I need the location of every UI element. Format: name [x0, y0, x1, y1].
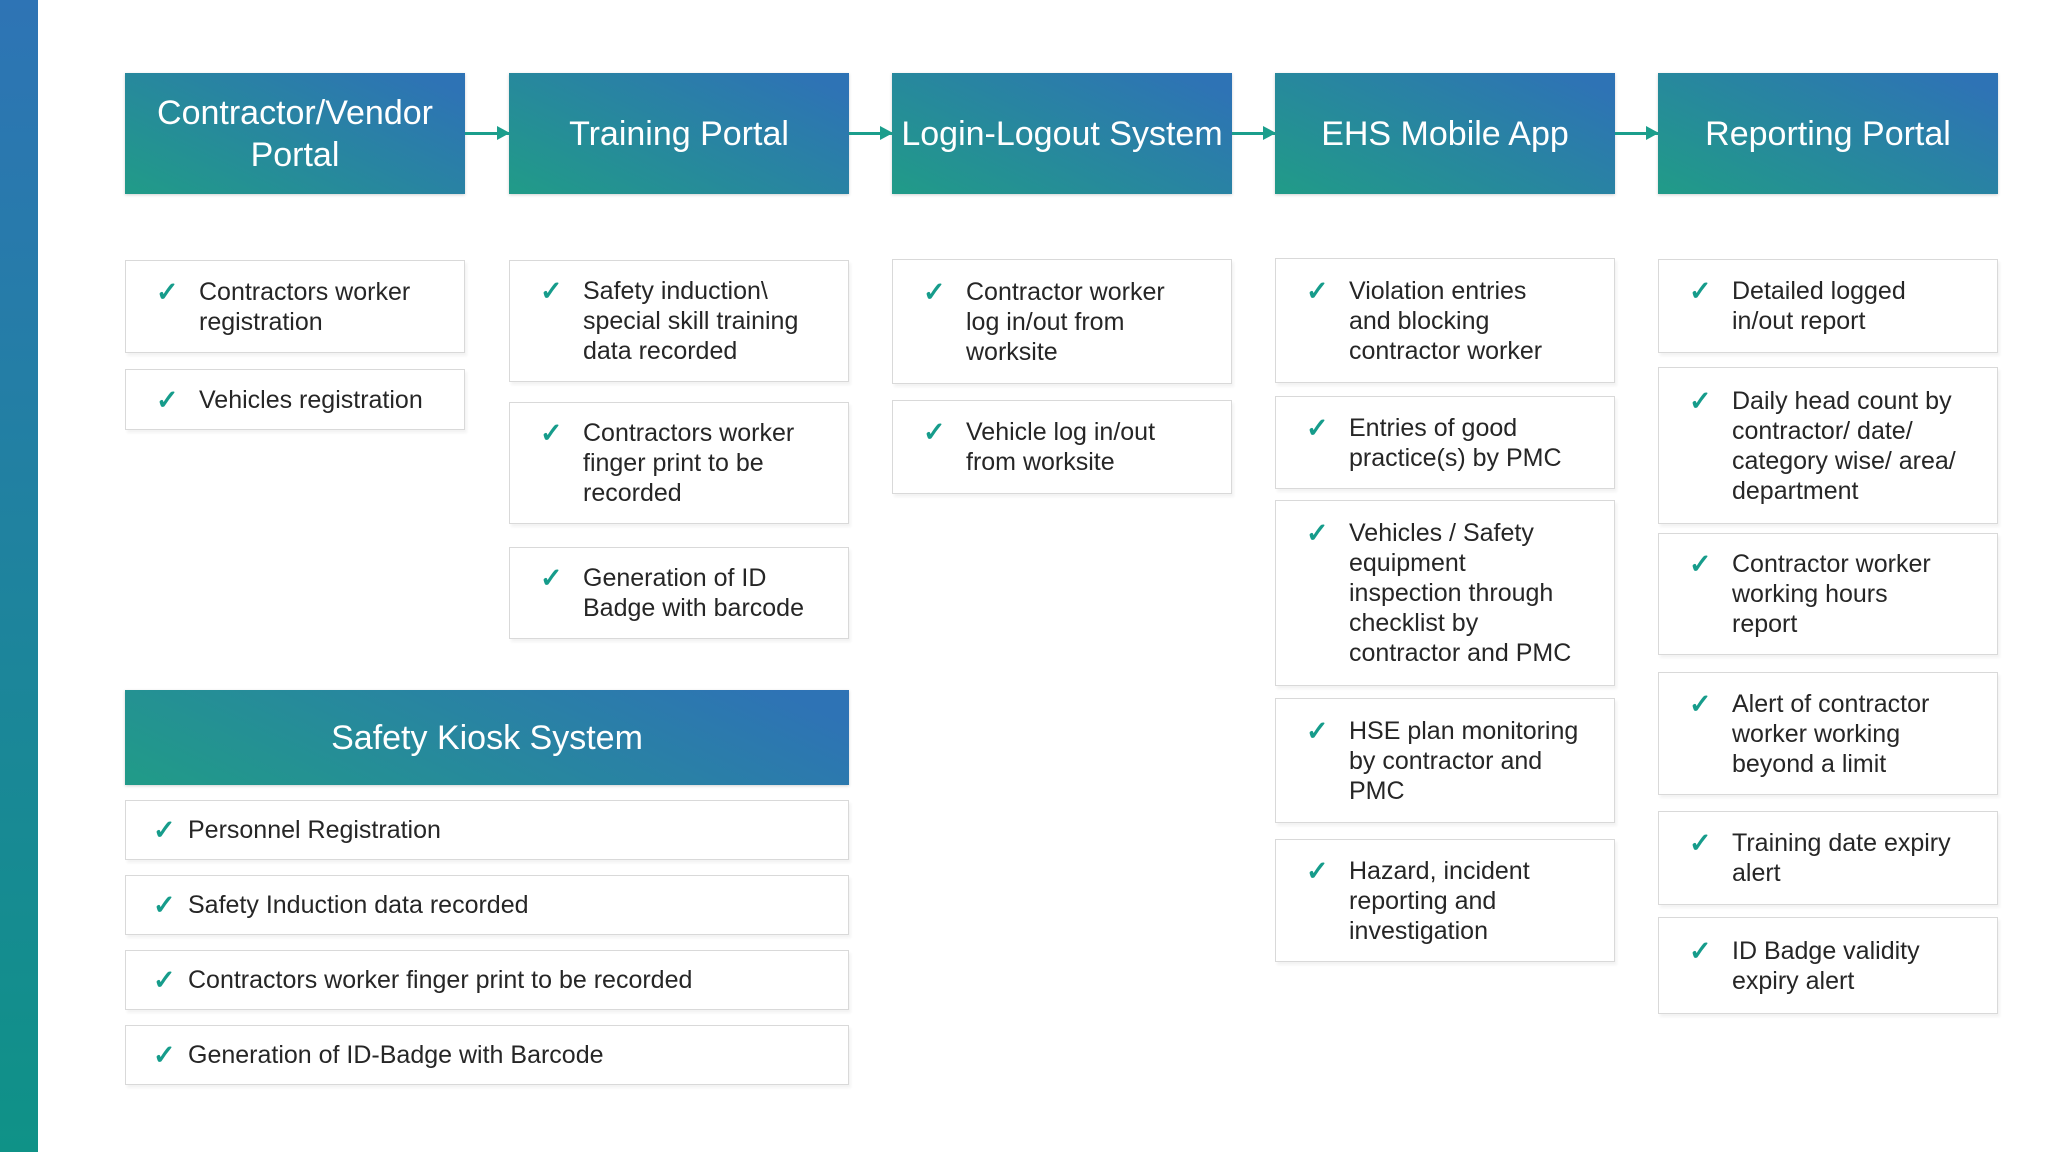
- checklist-item: ✓ Vehicles registration: [125, 369, 465, 430]
- checklist-item-text: Personnel Registration: [188, 816, 441, 844]
- flow-arrow-icon: [849, 126, 893, 140]
- checklist-item: ✓ Generation of ID Badge with barcode: [509, 547, 849, 639]
- flow-arrow-icon: [1232, 126, 1276, 140]
- checklist-item: ✓ Contractors worker finger print to be …: [125, 950, 849, 1010]
- checklist-item-text: Violation entries and blocking contracto…: [1349, 276, 1543, 365]
- checklist-item-text: Contractors worker finger print to be re…: [188, 966, 693, 994]
- checklist-item: ✓ Contractors worker registration: [125, 260, 465, 353]
- checklist-item: ✓ Vehicle log in/out from worksite: [892, 400, 1232, 494]
- check-icon: ✓: [540, 418, 563, 448]
- check-icon: ✓: [1689, 549, 1712, 579]
- check-icon: ✓: [540, 563, 563, 593]
- checklist-item: ✓ Contractor worker working hours report: [1658, 533, 1998, 655]
- checklist-item-text: Vehicle log in/out from worksite: [966, 418, 1156, 476]
- check-icon: ✓: [1689, 688, 1712, 719]
- check-icon: ✓: [153, 965, 176, 995]
- checklist-item: ✓ Daily head count by contractor/ date/ …: [1658, 367, 1998, 524]
- checklist-item-text: ID Badge validity expiry alert: [1732, 936, 1920, 995]
- checklist-item-text: Vehicles / Safety equipment inspection t…: [1349, 519, 1572, 667]
- check-icon: ✓: [1689, 385, 1712, 416]
- checklist-item-text: Daily head count by contractor/ date/ ca…: [1732, 386, 1956, 505]
- checklist-item-text: Generation of ID-Badge with Barcode: [188, 1041, 604, 1069]
- checklist-item: ✓ Detailed logged in/out report: [1658, 259, 1998, 353]
- checklist-item-text: Training date expiry alert: [1732, 829, 1951, 887]
- check-icon: ✓: [923, 276, 946, 307]
- check-icon: ✓: [1306, 715, 1329, 746]
- check-icon: ✓: [923, 417, 946, 447]
- check-icon: ✓: [1689, 935, 1712, 966]
- checklist-item-text: Contractor worker working hours report: [1732, 550, 1931, 638]
- checklist-item: ✓ Personnel Registration: [125, 800, 849, 860]
- check-icon: ✓: [153, 890, 176, 920]
- check-icon: ✓: [1689, 276, 1712, 306]
- check-icon: ✓: [156, 384, 179, 415]
- checklist-item: ✓ ID Badge validity expiry alert: [1658, 917, 1998, 1014]
- flow-arrow-icon: [465, 126, 510, 140]
- checklist-item: ✓ Safety induction\ special skill traini…: [509, 260, 849, 382]
- checklist-item-text: Generation of ID Badge with barcode: [583, 564, 804, 622]
- checklist-item: ✓ Vehicles / Safety equipment inspection…: [1275, 500, 1615, 686]
- checklist-item-text: Safety Induction data recorded: [188, 891, 529, 919]
- checklist-item: ✓ Hazard, incident reporting and investi…: [1275, 839, 1615, 962]
- flow-arrow-icon: [1615, 126, 1659, 140]
- checklist-item-text: Alert of contractor worker working beyon…: [1732, 689, 1930, 778]
- header-ehs-mobile-app: EHS Mobile App: [1275, 73, 1615, 194]
- checklist-item: ✓ Violation entries and blocking contrac…: [1275, 258, 1615, 383]
- checklist-item: ✓ Contractors worker finger print to be …: [509, 402, 849, 524]
- header-safety-kiosk-system: Safety Kiosk System: [125, 690, 849, 785]
- header-reporting-portal: Reporting Portal: [1658, 73, 1998, 194]
- checklist-item: ✓ Alert of contractor worker working bey…: [1658, 672, 1998, 795]
- checklist-item-text: Contractors worker registration: [199, 277, 411, 336]
- check-icon: ✓: [1306, 412, 1329, 443]
- check-icon: ✓: [153, 815, 176, 845]
- checklist-item-text: Contractor worker log in/out from worksi…: [966, 277, 1165, 366]
- checklist-item: ✓ Training date expiry alert: [1658, 811, 1998, 905]
- header-training-portal: Training Portal: [509, 73, 849, 194]
- check-icon: ✓: [1306, 518, 1329, 548]
- checklist-item: ✓ Entries of good practice(s) by PMC: [1275, 396, 1615, 489]
- checklist-item: ✓ Safety Induction data recorded: [125, 875, 849, 935]
- checklist-item-text: Safety induction\ special skill training…: [583, 277, 799, 365]
- check-icon: ✓: [540, 276, 563, 306]
- checklist-item: ✓ HSE plan monitoring by contractor and …: [1275, 698, 1615, 823]
- checklist-item: ✓ Generation of ID-Badge with Barcode: [125, 1025, 849, 1085]
- check-icon: ✓: [1306, 855, 1329, 886]
- check-icon: ✓: [1306, 275, 1329, 306]
- sidebar-gradient-bar: [0, 0, 38, 1152]
- check-icon: ✓: [153, 1040, 176, 1070]
- check-icon: ✓: [1689, 828, 1712, 858]
- checklist-item-text: Hazard, incident reporting and investiga…: [1349, 856, 1530, 945]
- checklist-item-text: Detailed logged in/out report: [1732, 277, 1906, 335]
- header-login-logout-system: Login-Logout System: [892, 73, 1232, 194]
- checklist-item-text: Vehicles registration: [199, 385, 423, 414]
- check-icon: ✓: [156, 276, 179, 307]
- checklist-item-text: Contractors worker finger print to be re…: [583, 419, 795, 507]
- checklist-item-text: HSE plan monitoring by contractor and PM…: [1349, 716, 1579, 805]
- header-contractor-vendor-portal: Contractor/Vendor Portal: [125, 73, 465, 194]
- checklist-item-text: Entries of good practice(s) by PMC: [1349, 413, 1562, 472]
- checklist-item: ✓ Contractor worker log in/out from work…: [892, 259, 1232, 384]
